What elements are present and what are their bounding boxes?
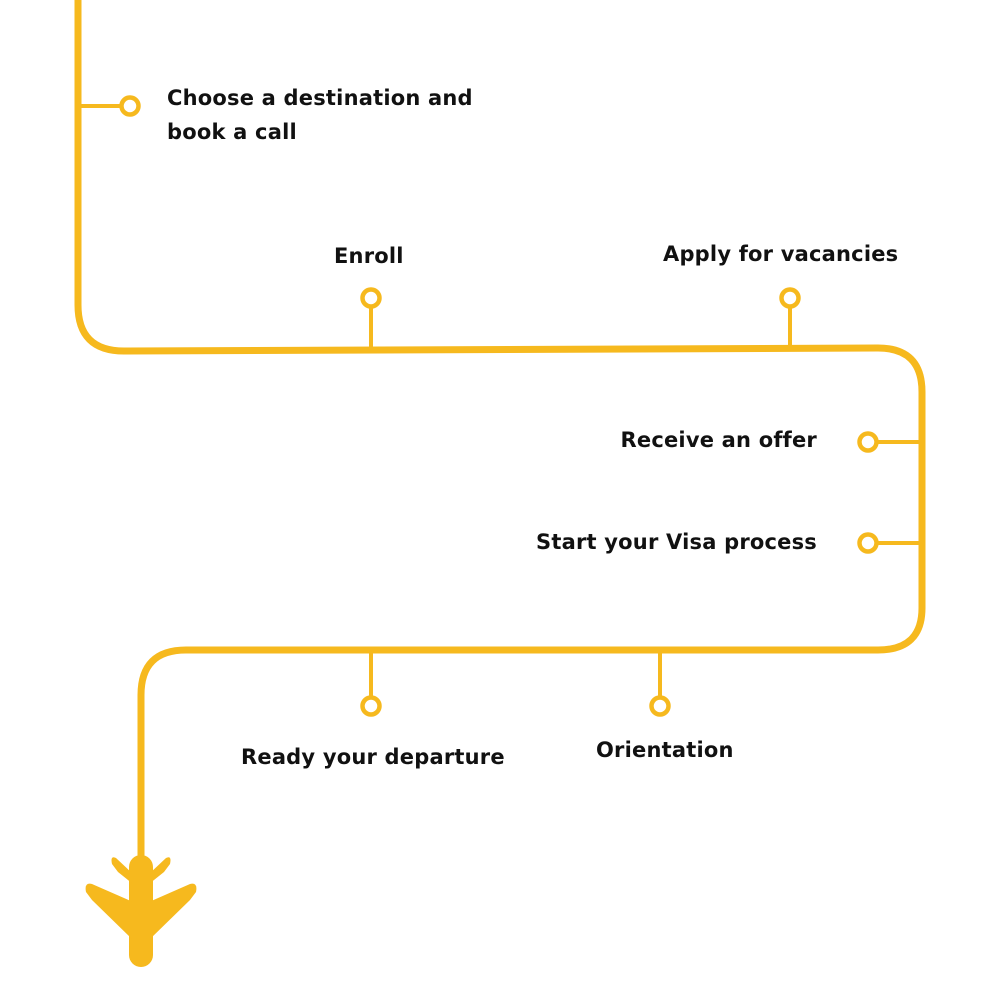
step-label-6: Ready your departure [241, 745, 505, 769]
step-label-4: Receive an offer [620, 428, 817, 452]
step-node-3 [779, 287, 801, 349]
step-label-1-line-2: book a call [167, 120, 297, 144]
step-node-6 [360, 652, 382, 717]
step-label-2: Enroll [334, 244, 404, 268]
step-label-1: Choose a destination and book a call [167, 81, 473, 149]
roadmap-path [74, 0, 926, 865]
step-node-2 [360, 287, 382, 350]
step-label-7: Orientation [596, 738, 734, 762]
step-label-5: Start your Visa process [536, 530, 817, 554]
step-node-4 [857, 431, 922, 453]
step-label-3: Apply for vacancies [663, 242, 899, 266]
step-label-1-line-1: Choose a destination and [167, 86, 473, 110]
step-node-7 [649, 652, 671, 717]
step-node-5 [857, 532, 922, 554]
step-node-1 [78, 95, 141, 117]
airplane-icon [85, 855, 197, 967]
